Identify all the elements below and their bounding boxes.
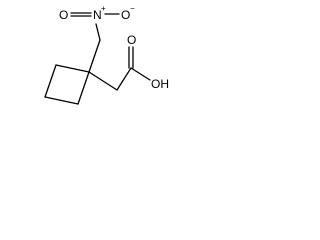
nitrogen-charge-label: + [101, 4, 106, 13]
ring-bond-top [55, 64, 90, 73]
ring-bond-bottom [44, 96, 79, 105]
ring-bond-left [44, 64, 57, 98]
bond-ch2-to-carbonyl [116, 67, 132, 91]
chemical-structure: N + O O − O OH [44, 4, 169, 105]
bond-ch2-to-nitrogen [95, 23, 101, 41]
oxygen-charge-label: − [130, 4, 135, 13]
cyclobutane-ring [44, 64, 90, 105]
bond-ring-to-ch2-acid [88, 71, 118, 91]
ring-bond-right [77, 71, 90, 105]
bond-ring-to-ch2 [88, 39, 101, 73]
hydroxyl-label: OH [151, 77, 169, 91]
nitro-oxygen-right-label: O [121, 8, 130, 22]
nitrogen-label: N [93, 8, 102, 22]
nitro-oxygen-left-label: O [59, 8, 68, 22]
carbonyl-oxygen-label: O [127, 33, 136, 47]
bond-c-oh [130, 67, 151, 81]
